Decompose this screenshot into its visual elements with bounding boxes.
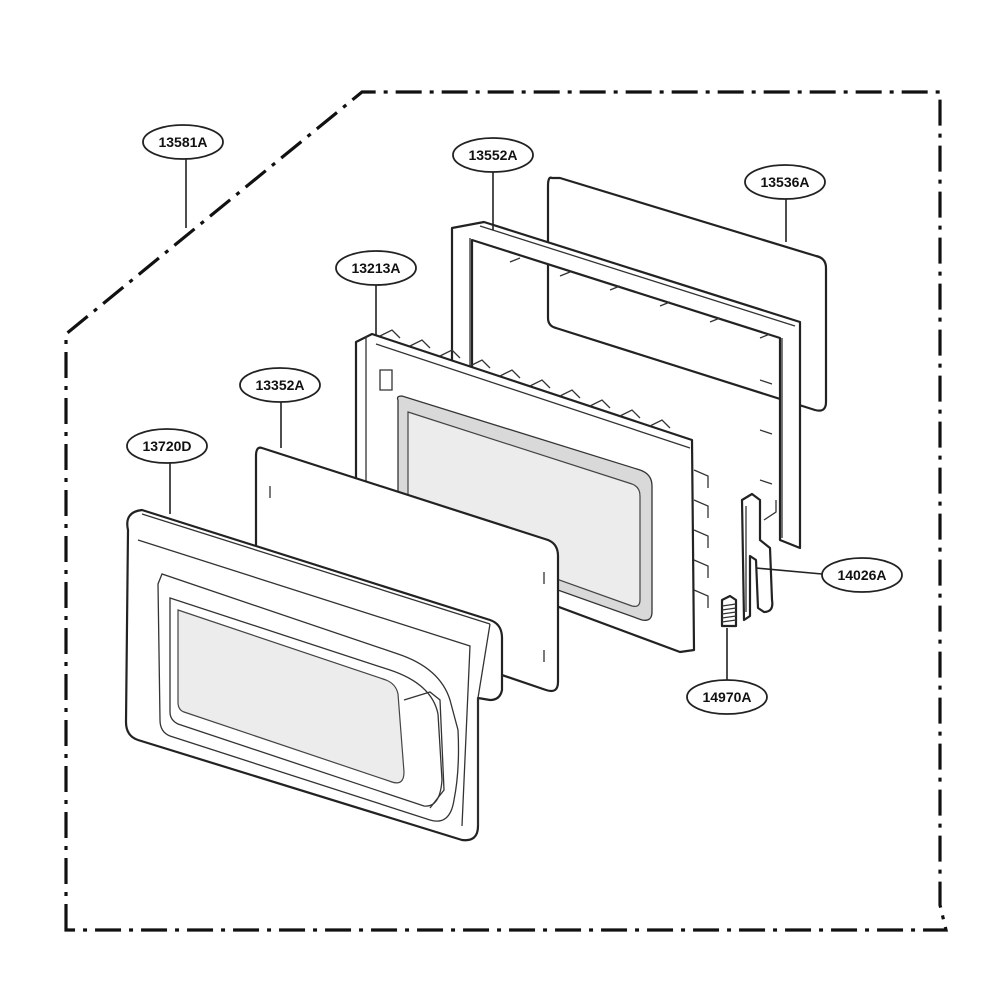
svg-text:13720D: 13720D xyxy=(142,438,191,454)
svg-text:14970A: 14970A xyxy=(702,689,751,705)
latch-hook xyxy=(740,492,777,622)
svg-text:14026A: 14026A xyxy=(837,567,886,583)
callout-14026A: 14026A xyxy=(821,557,903,593)
callout-13552A: 13552A xyxy=(452,137,534,173)
callout-13213A: 13213A xyxy=(335,250,417,286)
svg-text:13536A: 13536A xyxy=(760,174,809,190)
door-frame xyxy=(124,508,504,842)
callout-13720D: 13720D xyxy=(126,428,208,464)
callout-14970A: 14970A xyxy=(686,679,768,715)
svg-text:13581A: 13581A xyxy=(158,134,207,150)
leader-14026A xyxy=(755,567,823,575)
svg-text:13552A: 13552A xyxy=(468,147,517,163)
callout-13536A: 13536A xyxy=(744,164,826,200)
svg-text:13352A: 13352A xyxy=(255,377,304,393)
spring xyxy=(720,594,738,628)
svg-text:13213A: 13213A xyxy=(351,260,400,276)
callout-13581A: 13581A xyxy=(142,124,224,160)
assembly-boundary xyxy=(64,90,949,932)
callout-13352A: 13352A xyxy=(239,367,321,403)
